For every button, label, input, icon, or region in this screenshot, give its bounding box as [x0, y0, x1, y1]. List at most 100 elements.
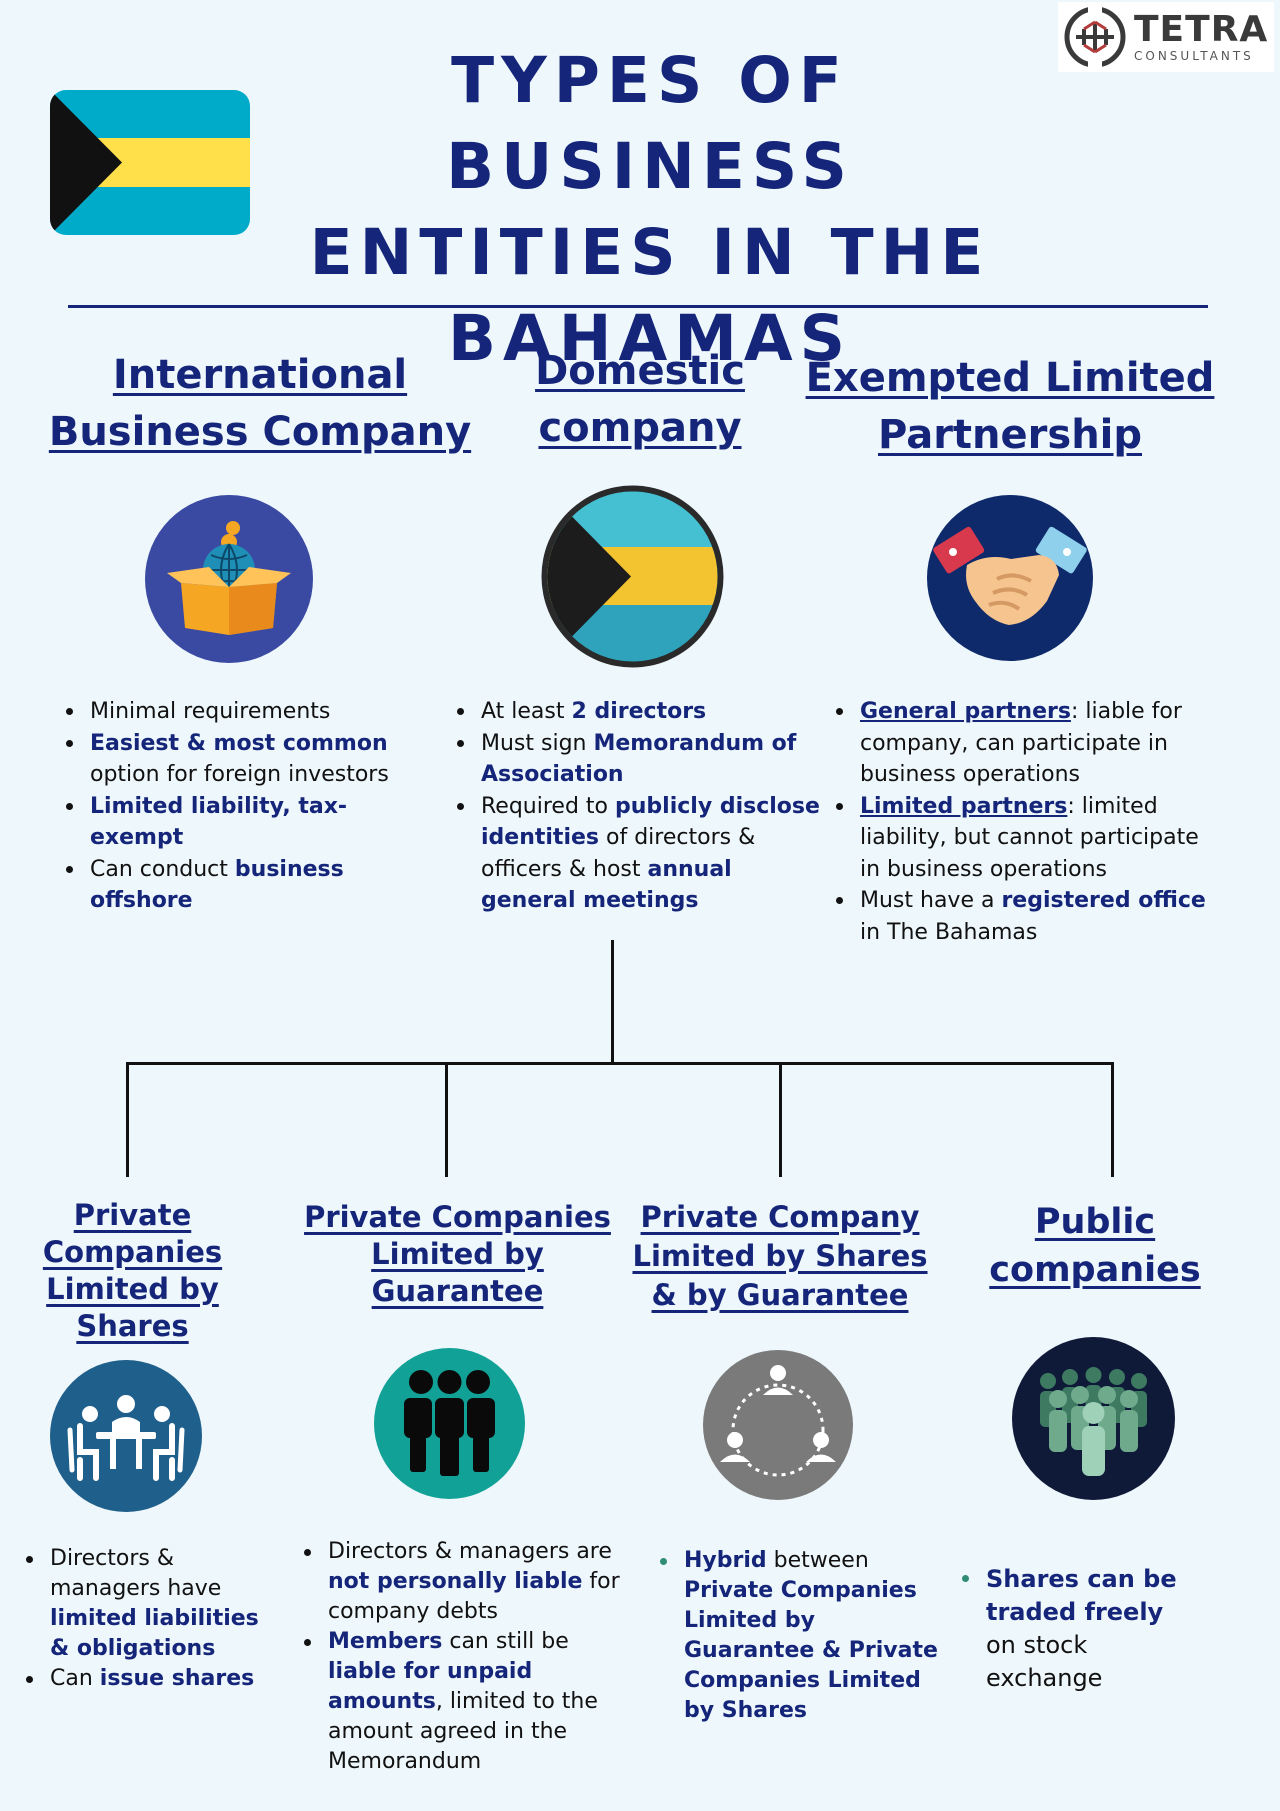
- emphasis-text: Private Companies Limited by Guarantee &…: [684, 1578, 938, 1723]
- heading-line: Private Company: [640, 1200, 920, 1234]
- heading-domestic-company: Domestic company: [490, 343, 790, 457]
- heading-line: Business Company: [48, 409, 472, 455]
- bullet-text: on stock exchange: [986, 1631, 1103, 1692]
- emphasis-text: not personally liable: [328, 1569, 583, 1594]
- private-companies-limited-by-guarantee-details: Directors & managers are not personally …: [302, 1537, 622, 1777]
- meeting-table-icon: [50, 1360, 202, 1512]
- heading-line: Limited by: [46, 1272, 219, 1306]
- emphasis-text: 2 directors: [571, 699, 707, 724]
- bahamas-flag-icon: [50, 90, 250, 235]
- heading-international-business-company: International Business Company: [30, 347, 490, 461]
- bullet-text: : liable for company, can participate in…: [860, 699, 1182, 787]
- public-companies-details: Shares can be traded freely on stock exc…: [960, 1563, 1200, 1695]
- emphasis-text: limited liabilities & obligations: [50, 1606, 259, 1661]
- heading-line: Companies: [42, 1235, 223, 1269]
- emphasis-text: issue shares: [99, 1666, 255, 1691]
- bullet-item: Required to publicly disclose identities…: [455, 791, 825, 917]
- bullet-text: Required to: [481, 793, 615, 819]
- bullet-item: Directors & managers are not personally …: [302, 1537, 622, 1627]
- heading-line: Domestic: [535, 348, 745, 394]
- brand-name: TETRA: [1134, 9, 1269, 50]
- emphasis-text: registered office: [1001, 888, 1206, 913]
- emphasis-text: Easiest & most common: [90, 730, 388, 756]
- bullet-item: At least 2 directors: [455, 696, 825, 728]
- private-company-limited-by-shares-and-guarantee-details: Hybrid between Private Companies Limited…: [658, 1546, 938, 1726]
- bullet-text: Must sign: [481, 730, 594, 756]
- heading-line: companies: [989, 1250, 1201, 1290]
- bullet-text: Directors & managers have: [50, 1546, 222, 1601]
- heading-public-companies: Public companies: [960, 1198, 1230, 1294]
- heading-private-company-limited-by-shares-and-guarantee: Private Company Limited by Shares & by G…: [630, 1198, 930, 1315]
- tree-drop-line: [1111, 1062, 1114, 1177]
- bullet-item: Can issue shares: [24, 1664, 264, 1694]
- crowd-icon: [1012, 1337, 1175, 1500]
- title-line-3: BAHAMAS: [447, 302, 853, 375]
- bullet-text: for company debts: [328, 1569, 620, 1624]
- group-of-people-icon: [374, 1348, 525, 1499]
- tree-branch-line: [126, 1062, 1114, 1065]
- brand-tagline: CONSULTANTS: [1134, 49, 1254, 63]
- heading-line: Limited by Shares: [632, 1239, 928, 1273]
- bullet-text: option for foreign investors: [90, 762, 389, 787]
- heading-line: Public: [1034, 1202, 1156, 1242]
- emphasis-text: Members: [328, 1629, 443, 1654]
- heading-line: Shares: [76, 1309, 189, 1343]
- heading-private-companies-limited-by-guarantee: Private Companies Limited by Guarantee: [290, 1199, 625, 1310]
- tetra-logo-mark-icon: [1064, 6, 1126, 68]
- title-line-1: TYPES OF BUSINESS: [446, 44, 854, 203]
- bullet-item: Directors & managers have limited liabil…: [24, 1544, 264, 1664]
- handshake-icon: [927, 495, 1093, 661]
- title-line-2: ENTITIES IN THE: [309, 216, 991, 289]
- bullet-text: Can: [50, 1666, 100, 1691]
- bullet-text: At least: [481, 699, 572, 724]
- heading-line: Private: [73, 1198, 192, 1232]
- tree-drop-line: [779, 1062, 782, 1177]
- bullet-item: Must have a registered office in The Bah…: [834, 885, 1214, 948]
- bullet-text: , limited to the amount agreed in the Me…: [328, 1689, 598, 1774]
- emphasis-text: General partners: [860, 699, 1071, 724]
- heading-line: Exempted Limited: [805, 355, 1215, 401]
- emphasis-text: Memorandum of Association: [481, 730, 797, 788]
- bullet-item: Members can still be liable for unpaid a…: [302, 1627, 622, 1777]
- bullet-text: Must have a: [860, 888, 1002, 913]
- tree-trunk-line: [611, 940, 614, 1064]
- heading-private-companies-limited-by-shares: Private Companies Limited by Shares: [20, 1197, 245, 1345]
- emphasis-text: Limited partners: [860, 793, 1068, 819]
- emphasis-text: annual general meetings: [481, 856, 732, 914]
- bullet-item: Hybrid between Private Companies Limited…: [658, 1546, 938, 1726]
- bullet-item: Limited partners: limited liability, but…: [834, 791, 1214, 886]
- heading-line: Private Companies: [304, 1200, 611, 1234]
- emphasis-text: Hybrid: [684, 1548, 767, 1573]
- globe-in-box-icon: [145, 495, 313, 663]
- emphasis-text: liable for unpaid amounts: [328, 1659, 533, 1714]
- bullet-item: Easiest & most common option for foreign…: [64, 728, 424, 791]
- exempted-limited-partnership-details: General partners: liable for company, ca…: [834, 696, 1214, 948]
- bullet-item: Limited liability, tax-exempt: [64, 791, 424, 854]
- bullet-item: Must sign Memorandum of Association: [455, 728, 825, 791]
- private-companies-limited-by-shares-details: Directors & managers have limited liabil…: [24, 1544, 264, 1694]
- bullet-text: of directors & officers & host: [481, 825, 756, 882]
- heading-line: & by Guarantee: [651, 1278, 909, 1312]
- tetra-logo: TETRA CONSULTANTS: [1058, 2, 1274, 72]
- bullet-item: General partners: liable for company, ca…: [834, 696, 1214, 791]
- bullet-text: : limited liability, but cannot particip…: [860, 793, 1199, 882]
- emphasis-text: Shares can be traded freely: [986, 1565, 1177, 1626]
- title-divider: [68, 305, 1208, 308]
- bullet-text: Can conduct: [90, 856, 235, 882]
- bullet-text: Directors & managers are: [328, 1539, 612, 1564]
- heading-line: Guarantee: [371, 1274, 544, 1308]
- bullet-text: in The Bahamas: [860, 919, 1038, 945]
- bullet-item: Can conduct business offshore: [64, 854, 424, 917]
- page-title: TYPES OF BUSINESS ENTITIES IN THE BAHAMA…: [260, 38, 1040, 382]
- tree-drop-line: [445, 1062, 448, 1177]
- emphasis-text: publicly disclose identities: [481, 793, 820, 851]
- heading-line: Limited by: [371, 1237, 544, 1271]
- bullet-text: Minimal requirements: [90, 699, 331, 724]
- emphasis-text: Limited liability, tax-exempt: [90, 793, 348, 851]
- bahamas-flag-badge-icon: [541, 485, 724, 668]
- heading-line: International: [112, 352, 408, 398]
- bullet-text: between: [766, 1548, 869, 1573]
- heading-exempted-limited-partnership: Exempted Limited Partnership: [800, 350, 1220, 464]
